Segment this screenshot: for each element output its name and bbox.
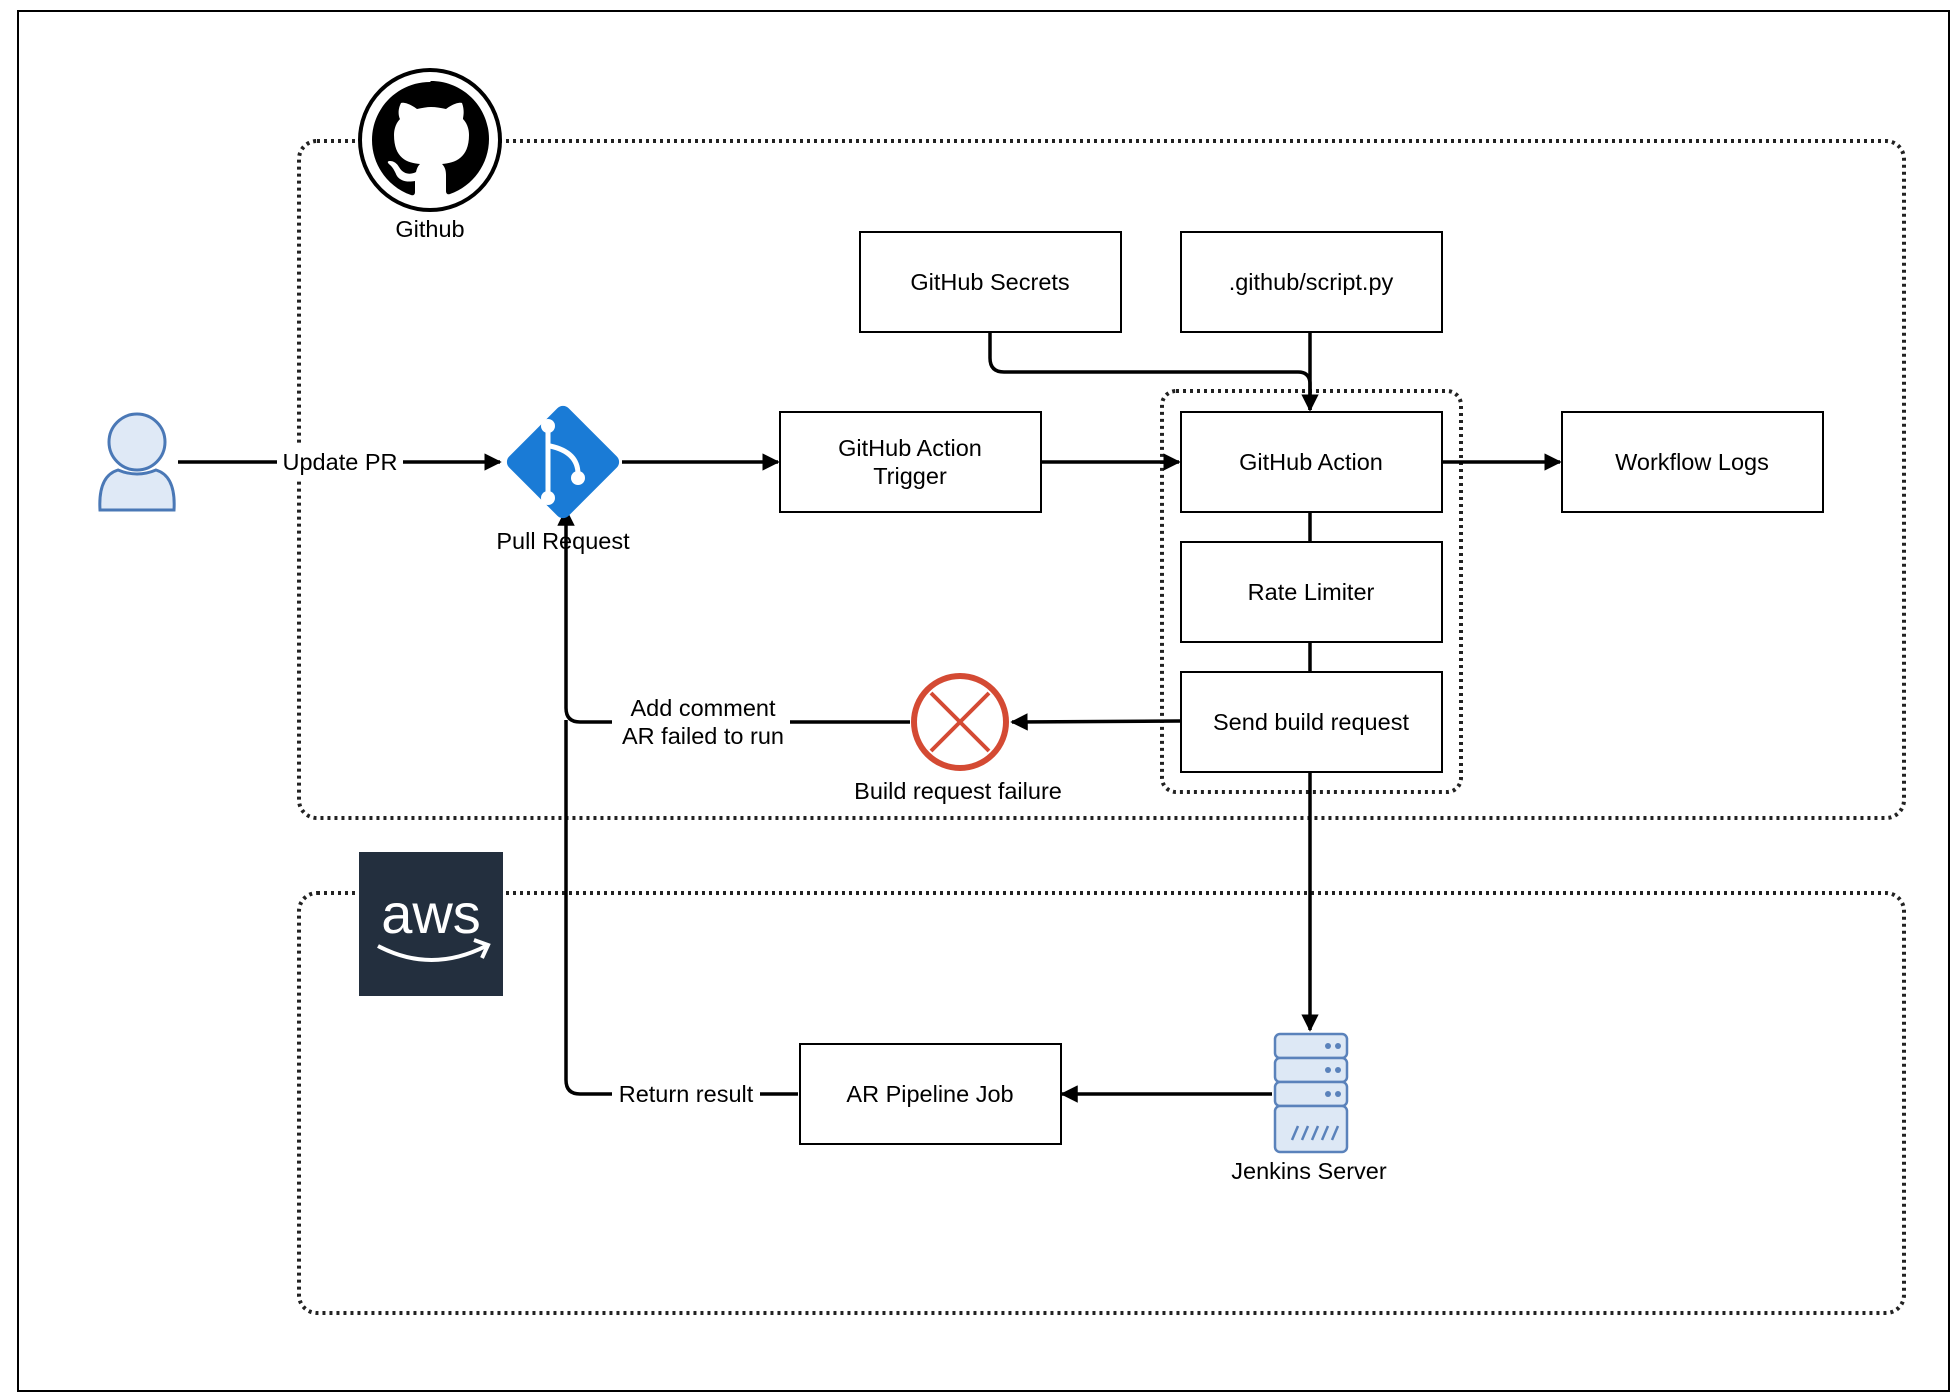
edge-send-to-failure [1010,713,1181,731]
edge-add-comment-label-bg [612,694,790,752]
edge-update-pr-label-bg [277,446,403,478]
aws-group [297,891,1906,1315]
server-icon [1273,1032,1349,1154]
github-action-label: GitHub Action [1239,449,1383,475]
outer-frame [17,10,1950,1392]
git-branch-icon [506,405,620,519]
github-action-node [1180,411,1443,513]
script-label: .github/script.py [1229,269,1394,295]
workflow-logs-label: Workflow Logs [1615,449,1769,475]
ar-pipeline-job-label: AR Pipeline Job [846,1081,1013,1107]
action-trigger-node [779,411,1042,513]
github-secrets-node [859,231,1122,333]
aws-logo-text: aws [381,882,481,945]
edge-add-comment-label-1: Add comment [631,695,776,721]
rate-limiter-node [1180,541,1443,643]
edge-return-result-label: Return result [619,1081,754,1107]
edge-return-result-label-bg [612,1078,760,1110]
workflow-logs-node [1561,411,1824,513]
jenkins-label: Jenkins Server [1231,1158,1387,1184]
action-trigger-label-2: Trigger [873,463,947,489]
send-build-node [1180,671,1443,773]
aws-logo-icon: aws [359,852,503,996]
edge-failure-to-pr [557,508,910,724]
action-trigger-label-1: GitHub Action [838,435,982,461]
error-cross-icon [911,673,1009,771]
ar-pipeline-job-node [799,1043,1062,1145]
send-build-label: Send build request [1213,709,1409,735]
rate-limiter-label: Rate Limiter [1248,579,1375,605]
github-logo-icon [358,68,502,212]
build-failure-label: Build request failure [854,778,1062,804]
github-group [297,139,1906,820]
edge-add-comment-label-2: AR failed to run [622,723,784,749]
github-secrets-label: GitHub Secrets [910,269,1069,295]
edge-job-to-pr [564,720,798,1096]
edge-secrets-to-action [988,331,1319,412]
user-icon [98,412,176,512]
github-group-label: Github [395,216,464,242]
edge-update-pr-label: Update PR [283,449,398,475]
script-node [1180,231,1443,333]
pull-request-label: Pull Request [496,528,630,554]
